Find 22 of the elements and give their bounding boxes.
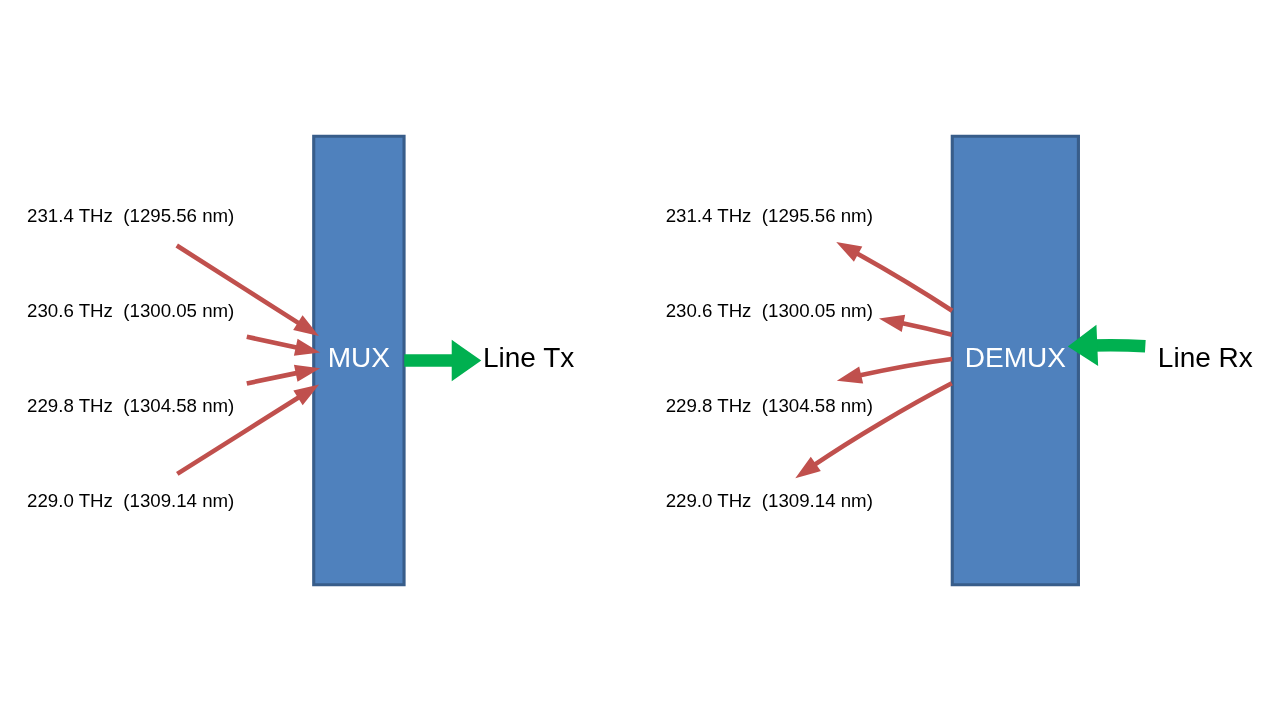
node-text: 229.0 THz (1309.14 nm) <box>665 489 873 511</box>
node-box: DEMUX <box>950 134 1080 586</box>
node-text: 230.6 THz (1300.05 nm) <box>665 299 873 321</box>
arrow <box>878 314 953 337</box>
node-box: MUX <box>312 134 406 586</box>
arrow <box>836 356 953 384</box>
arrow <box>795 380 953 478</box>
node-text: 231.4 THz (1295.56 nm) <box>665 204 873 226</box>
arrow <box>175 243 319 336</box>
arrow <box>404 339 482 381</box>
arrow <box>1067 324 1146 366</box>
node-text: Line Rx <box>1157 341 1253 373</box>
node-text: 229.8 THz (1304.58 nm) <box>665 394 873 416</box>
arrow <box>836 241 954 313</box>
node-text: 229.0 THz (1309.14 nm) <box>27 489 235 511</box>
node-text: 229.8 THz (1304.58 nm) <box>27 394 235 416</box>
node-text: 231.4 THz (1295.56 nm) <box>27 204 235 226</box>
arrow <box>176 384 320 476</box>
node-text: 230.6 THz (1300.05 nm) <box>27 299 235 321</box>
arrow <box>246 364 321 386</box>
arrow <box>246 334 321 356</box>
node-text: Line Tx <box>482 341 575 373</box>
